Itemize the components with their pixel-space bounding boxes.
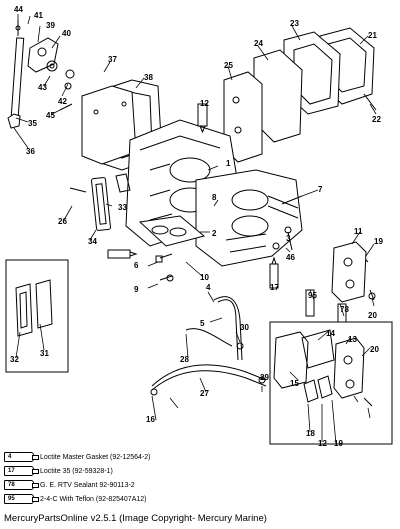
callout-number: 15 [290, 379, 299, 388]
callout-labels: 4441394043424535363738232421222512172633… [10, 5, 383, 448]
callout-number: 11 [354, 227, 363, 236]
callout-number: 17 [270, 283, 279, 292]
callout-number: 2 [212, 229, 217, 238]
sealant-tube-icon: 4 [4, 452, 39, 463]
callout-number: 95 [308, 291, 317, 300]
callout-number: 4 [206, 283, 211, 292]
callout-number: 1 [226, 159, 231, 168]
legend-label: 2-4-C With Teflon (92-825407A12) [40, 496, 147, 503]
callout-number: 12 [318, 439, 327, 448]
callout-number: 44 [14, 5, 23, 14]
legend-label: G. E. RTV Sealant 92-90113-2 [40, 482, 135, 489]
valve-assembly-11 [331, 241, 367, 303]
callout-number: 31 [40, 349, 49, 358]
callout-number: 6 [134, 261, 139, 270]
callout-number: 23 [290, 19, 299, 28]
callout-number: 3 [286, 234, 291, 243]
callout-number: 20 [368, 311, 377, 320]
callout-number: 35 [28, 119, 37, 128]
cylinder-block [125, 119, 303, 267]
vent-valve-assembly [7, 20, 75, 129]
intake-parts [69, 173, 206, 247]
callout-number: 14 [326, 329, 335, 338]
callout-number: 19 [374, 237, 383, 246]
callout-number: 28 [180, 355, 189, 364]
callout-number: 20 [370, 345, 379, 354]
callout-number: 18 [306, 429, 315, 438]
callout-number: 7 [318, 185, 323, 194]
callout-number: 13 [348, 335, 357, 344]
callout-number: 22 [372, 115, 381, 124]
inset-box-right [269, 321, 393, 445]
callout-number: 38 [144, 73, 153, 82]
callout-number: 8 [212, 193, 217, 202]
callout-number: 40 [62, 29, 71, 38]
callout-number: 29 [260, 373, 269, 382]
sealant-tube-icon: 78 [4, 480, 39, 491]
callout-number: 37 [108, 55, 117, 64]
callout-number: 24 [254, 39, 263, 48]
callout-number: 12 [200, 99, 209, 108]
callout-number: 26 [58, 217, 67, 226]
sealant-tube-icon: 95 [4, 494, 39, 505]
callout-number: 10 [200, 273, 209, 282]
callout-number: 46 [286, 253, 295, 262]
legend-label: Loctite 35 (92-59328-1) [40, 468, 113, 475]
sealant-tube-icon: 17 [4, 466, 39, 477]
callout-number: 19 [334, 439, 343, 448]
callout-number: 21 [368, 31, 377, 40]
callout-number: 32 [10, 355, 19, 364]
callout-number: 9 [134, 285, 139, 294]
callout-number: 5 [200, 319, 205, 328]
callout-number: 39 [46, 21, 55, 30]
leader-lines [13, 14, 377, 445]
copyright-caption: MercuryPartsOnline v2.5.1 (Image Copyrig… [4, 513, 267, 524]
legend-label: Loctite Master Gasket (92-12564-2) [40, 454, 151, 461]
callout-number: 45 [46, 111, 55, 120]
callout-number: 78 [340, 305, 349, 314]
hoses [150, 296, 267, 396]
callout-number: 25 [224, 61, 233, 70]
callout-number: 33 [118, 203, 127, 212]
callout-number: 27 [200, 389, 209, 398]
callout-number: 30 [240, 323, 249, 332]
callout-number: 36 [26, 147, 35, 156]
callout-number: 16 [146, 415, 155, 424]
callout-number: 43 [38, 83, 47, 92]
screws-and-bolts [155, 195, 376, 301]
callout-number: 34 [88, 237, 97, 246]
inset-box-left [5, 259, 69, 373]
callout-number: 41 [34, 11, 43, 20]
cover-plates-right [223, 27, 377, 163]
callout-number: 42 [58, 97, 67, 106]
